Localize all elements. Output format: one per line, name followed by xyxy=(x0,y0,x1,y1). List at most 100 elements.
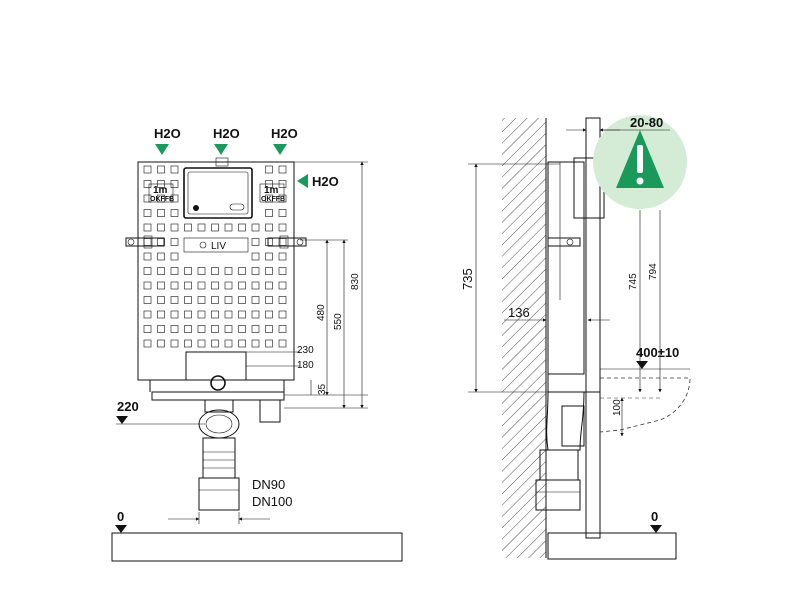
frame-hole xyxy=(157,165,165,174)
dim-735: 735 xyxy=(460,268,475,290)
frame-hole xyxy=(143,296,152,304)
level-mark-text: 1m xyxy=(264,185,279,196)
frame-hole xyxy=(184,325,192,333)
dim-35: 35 xyxy=(317,383,328,395)
frame-hole xyxy=(251,281,260,290)
frame-hole xyxy=(143,165,152,174)
frame-hole xyxy=(265,238,273,246)
frame-hole xyxy=(211,325,219,333)
water-inlet-top-left: H2O xyxy=(154,126,181,155)
toilet-bowl-outline xyxy=(599,377,691,433)
frame-hole xyxy=(238,223,246,232)
frame-hole xyxy=(278,165,287,174)
frame-hole xyxy=(265,325,273,333)
brand-logo: LIV xyxy=(183,237,249,253)
dim-100: 100 xyxy=(612,399,623,416)
floor-level-label: 0 xyxy=(117,509,124,524)
frame-hole xyxy=(170,339,179,348)
dim-220: 220 xyxy=(117,399,139,414)
frame-hole xyxy=(251,310,260,319)
down-arrow-icon xyxy=(214,144,228,155)
dim-230: 230 xyxy=(297,345,314,356)
drain-connection xyxy=(210,375,226,391)
frame-hole xyxy=(170,281,179,290)
frame-hole xyxy=(143,267,152,275)
bracket-right xyxy=(267,235,307,249)
frame-hole xyxy=(197,267,206,275)
frame-hole xyxy=(211,281,219,290)
frame-hole xyxy=(197,325,206,333)
frame-hole xyxy=(224,267,233,275)
floor-level-label: 0 xyxy=(651,509,658,524)
down-arrow-icon xyxy=(273,144,287,155)
frame-hole xyxy=(265,165,273,174)
frame-hole xyxy=(170,310,179,319)
frame-hole xyxy=(238,310,246,319)
frame-hole xyxy=(170,252,179,261)
frame-hole xyxy=(278,223,287,232)
water-inlet-top-right: H2O xyxy=(271,126,298,155)
frame-hole xyxy=(143,310,152,319)
frame-hole xyxy=(157,325,165,333)
frame-hole xyxy=(278,209,287,217)
dim-830: 830 xyxy=(350,273,361,290)
down-arrow-icon xyxy=(155,144,169,155)
frame-hole xyxy=(224,339,233,348)
pipe-size-dn90: DN90 xyxy=(252,477,285,492)
frame-hole xyxy=(157,281,165,290)
frame-hole xyxy=(157,223,165,232)
frame-hole xyxy=(238,267,246,275)
foot-support xyxy=(259,399,281,423)
frame-hole xyxy=(157,238,165,246)
water-inlet-label: H2O xyxy=(271,126,298,141)
dim-480: 480 xyxy=(316,304,327,321)
frame-hole xyxy=(184,339,192,348)
frame-hole xyxy=(238,281,246,290)
frame-side-profile xyxy=(547,161,585,375)
side-view: 0 20-80 735 136 745 794 400±10 xyxy=(460,115,691,560)
frame-hole xyxy=(197,339,206,348)
wall-panel xyxy=(585,117,601,539)
water-inlet-top-center: H2O xyxy=(213,126,240,155)
level-marker-icon xyxy=(636,361,648,369)
frame-hole xyxy=(224,310,233,319)
frame-hole xyxy=(265,223,273,232)
frame-hole xyxy=(251,296,260,304)
frame-hole xyxy=(224,281,233,290)
frame-hole xyxy=(265,267,273,275)
frame-hole xyxy=(251,223,260,232)
water-inlet-side: H2O xyxy=(297,174,339,189)
frame-hole xyxy=(251,238,260,246)
okffb-label: OKFFB xyxy=(150,196,174,203)
frame-hole xyxy=(278,310,287,319)
front-dimensions: 830 550 480 230 180 35 xyxy=(246,161,368,409)
frame-hole xyxy=(197,281,206,290)
frame-hole xyxy=(184,223,192,232)
frame-hole xyxy=(170,209,179,217)
floor-slab xyxy=(111,532,403,562)
frame-hole xyxy=(238,296,246,304)
cistern-window xyxy=(183,167,253,219)
warning-notice xyxy=(593,115,687,209)
frame-hole xyxy=(143,209,152,217)
bracket-left xyxy=(125,235,165,249)
frame-hole xyxy=(157,267,165,275)
frame-hole xyxy=(143,339,152,348)
okffb-label: OKFFB xyxy=(261,196,285,203)
dim-550: 550 xyxy=(333,313,344,330)
frame-hole xyxy=(265,252,273,261)
left-arrow-icon xyxy=(297,174,308,188)
dim-400: 400±10 xyxy=(636,345,679,360)
frame-hole xyxy=(251,267,260,275)
dim-745: 745 xyxy=(628,273,639,290)
level-mark-left: 1m OKFFB xyxy=(148,183,174,203)
frame-hole xyxy=(224,296,233,304)
frame-hole xyxy=(170,325,179,333)
frame-hole xyxy=(143,281,152,290)
frame-hole xyxy=(184,281,192,290)
frame-hole xyxy=(170,238,179,246)
frame-hole xyxy=(143,223,152,232)
dim-20-80: 20-80 xyxy=(630,115,663,130)
level-mark-right: 1m OKFFB xyxy=(259,183,285,203)
frame-hole xyxy=(184,310,192,319)
